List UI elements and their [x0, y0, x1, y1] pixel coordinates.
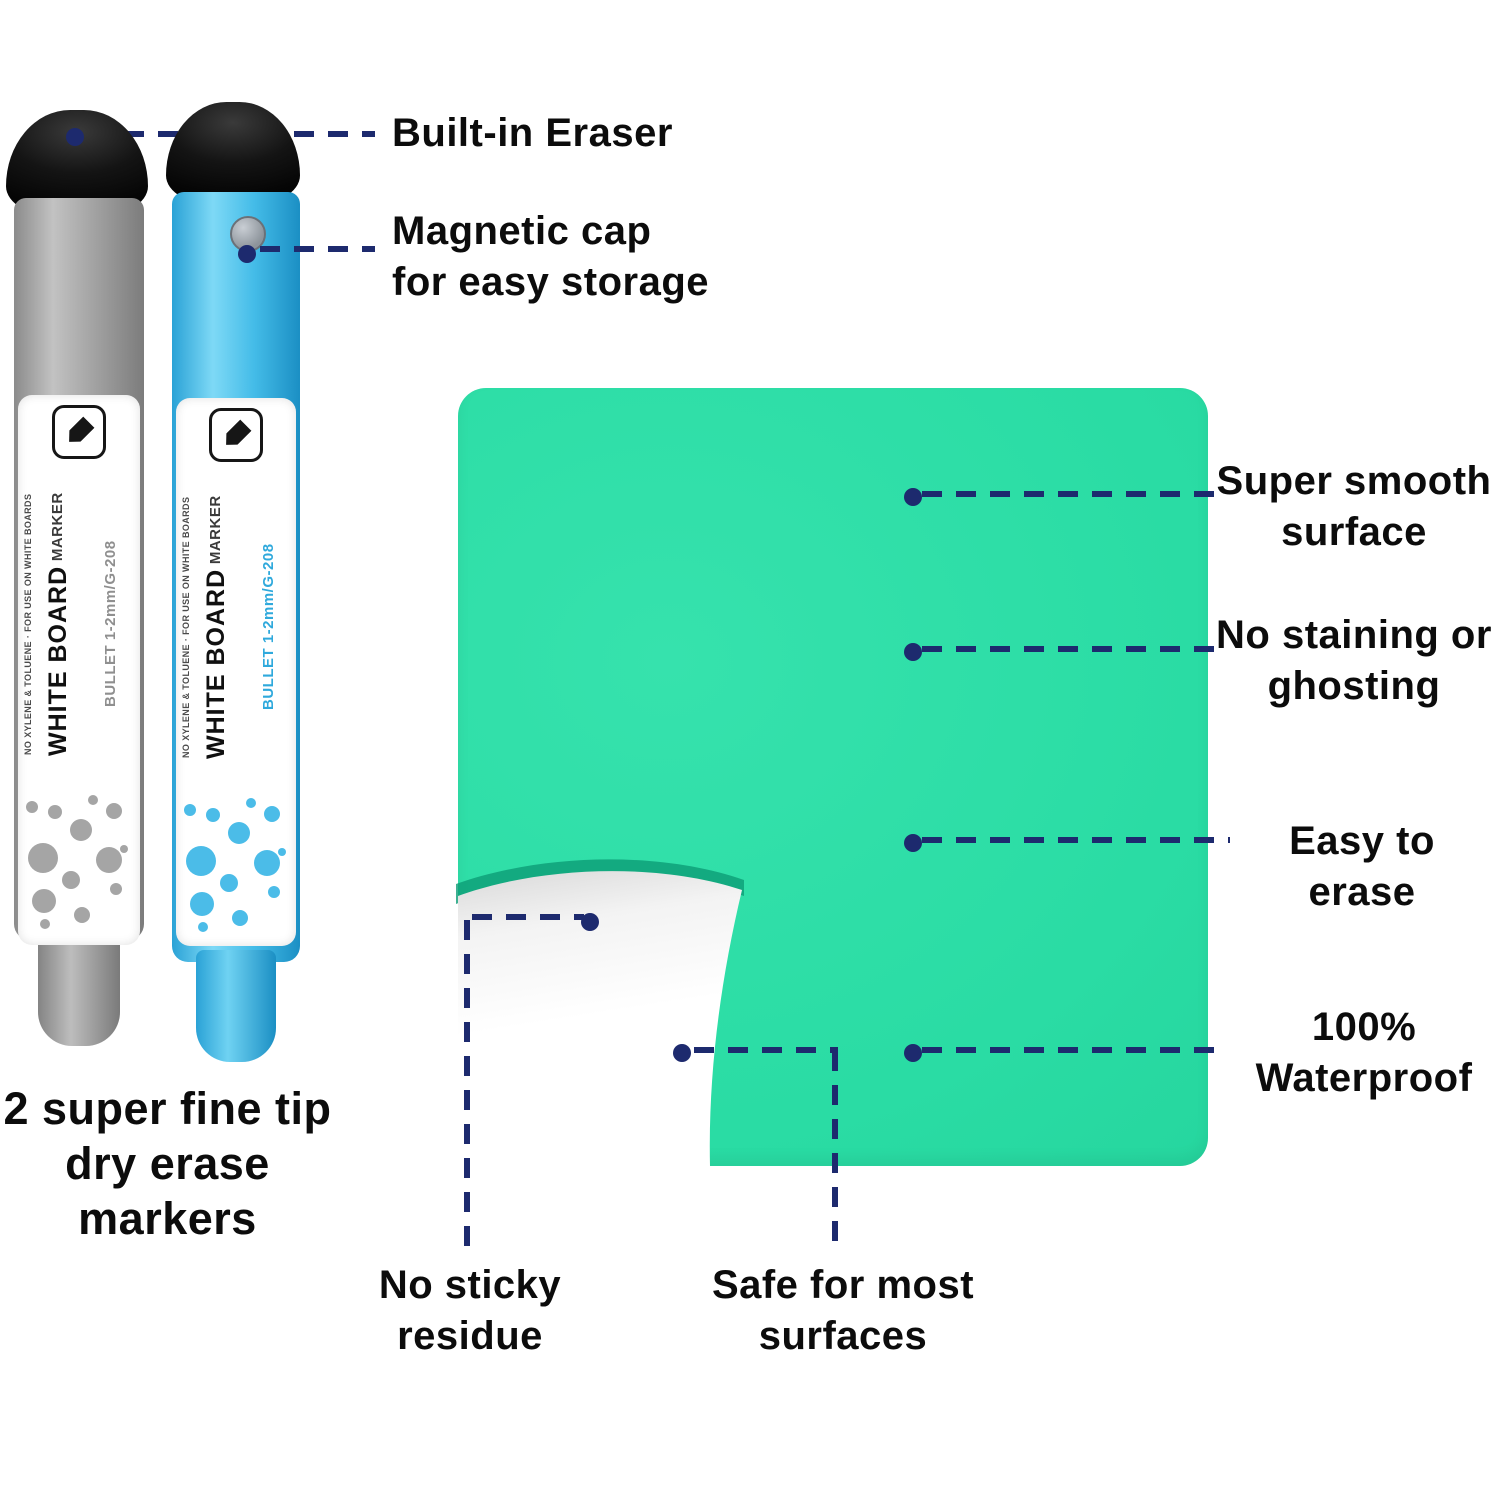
callout-dot-waterproof: [904, 1044, 922, 1062]
label-safe-surfaces: Safe for most surfaces: [711, 1263, 975, 1359]
callout-line-easy-to-erase: [922, 837, 1230, 843]
callout-line-no-sticky-horizontal: [472, 914, 584, 920]
callout-dot-no-staining: [904, 643, 922, 661]
marker-nib-icon: [220, 419, 251, 450]
blue-marker-label: NO XYLENE & TOLUENE · FOR USE ON WHITE B…: [176, 398, 296, 946]
blue-marker-eraser-cap: [166, 102, 300, 206]
callout-dot-magnetic-cap: [238, 245, 256, 263]
label-no-staining: No staining or ghosting: [1216, 613, 1492, 709]
blue-marker-spec: BULLET 1-2mm/G-208: [260, 543, 277, 711]
markers-caption: 2 super fine tip dry erase markers: [3, 1083, 332, 1244]
blue-marker-fine-print: NO XYLENE & TOLUENE · FOR USE ON WHITE B…: [181, 496, 191, 758]
brand-sub-text: MARKER: [49, 492, 66, 566]
gray-marker-fine-print: NO XYLENE & TOLUENE · FOR USE ON WHITE B…: [23, 493, 33, 755]
callout-line-no-staining: [922, 646, 1215, 652]
peel-shadow: [456, 859, 744, 904]
brand-text: WHITE BOARD: [202, 568, 230, 759]
peel-flap: [458, 871, 742, 1166]
blue-marker-brand: WHITE BOARD MARKER: [202, 474, 231, 780]
callout-dot-built-in-eraser: [66, 128, 84, 146]
blue-marker-dots-pattern: [176, 790, 296, 942]
gray-marker-dots-pattern: [18, 787, 140, 939]
gray-marker-spec: BULLET 1-2mm/G-208: [102, 540, 119, 708]
gray-marker-label: NO XYLENE & TOLUENE · FOR USE ON WHITE B…: [18, 395, 140, 945]
callout-dot-easy-to-erase: [904, 834, 922, 852]
callout-line-magnetic-cap: [260, 246, 375, 252]
gray-marker-brand: WHITE BOARD MARKER: [44, 471, 73, 777]
label-super-smooth: Super smooth surface: [1216, 459, 1492, 555]
peeled-corner: [456, 859, 744, 1166]
callout-line-safe-vertical: [832, 1051, 838, 1253]
brand-sub-text: MARKER: [207, 495, 224, 569]
whiteboard-marker-logo-icon: [52, 405, 106, 459]
whiteboard-marker-logo-icon: [209, 408, 263, 462]
callout-line-safe-horizontal: [694, 1047, 838, 1053]
marker-nib-icon: [63, 416, 94, 447]
brand-text: WHITE BOARD: [44, 565, 72, 756]
callout-dot-safe-surfaces: [673, 1044, 691, 1062]
callout-dot-super-smooth: [904, 488, 922, 506]
callout-line-super-smooth: [922, 491, 1215, 497]
label-waterproof: 100% Waterproof: [1255, 1005, 1473, 1101]
callout-line-no-sticky-vertical: [464, 920, 470, 1253]
blue-marker-tip: [196, 950, 276, 1062]
label-no-sticky: No sticky residue: [378, 1263, 562, 1359]
label-magnetic-cap: Magnetic cap for easy storage: [392, 209, 710, 305]
callout-dot-no-sticky: [581, 913, 599, 931]
gray-marker-tip: [38, 936, 120, 1046]
label-built-in-eraser: Built-in Eraser: [392, 111, 673, 155]
label-easy-to-erase: Easy to erase: [1289, 819, 1435, 915]
callout-line-waterproof: [922, 1047, 1215, 1053]
